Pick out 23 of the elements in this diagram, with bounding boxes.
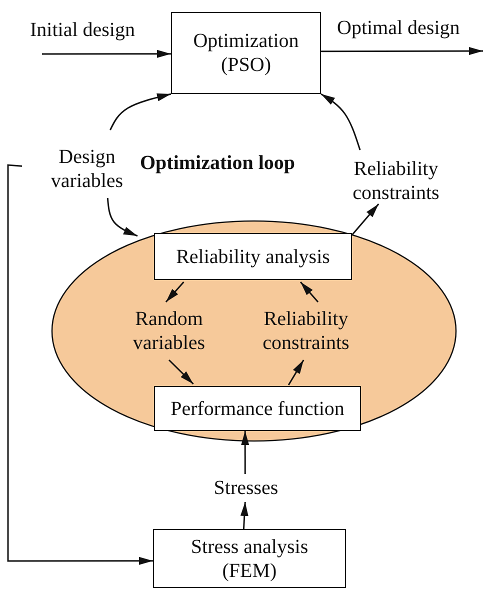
process-box: Performance function [154, 386, 361, 431]
arrow [110, 93, 172, 130]
arrow [321, 47, 483, 56]
flow-text: Design variables [50, 145, 124, 193]
arrow [241, 431, 250, 474]
arrow [165, 282, 184, 302]
process-box: Optimization (PSO) [171, 12, 321, 94]
flow-text: Reliability constraints [262, 307, 350, 355]
arrow [240, 502, 248, 530]
flow-text: Random variables [132, 307, 206, 355]
arrow [42, 50, 171, 58]
arrow [288, 360, 304, 386]
arrow [320, 93, 361, 150]
process-box: Stress analysis (FEM) [153, 529, 346, 588]
arrow [300, 282, 319, 302]
arrow [168, 359, 194, 385]
arrow [106, 198, 138, 237]
flow-text: Stresses [214, 476, 278, 500]
flow-text: Reliability constraints [352, 157, 440, 205]
arrow [7, 164, 153, 565]
process-box: Reliability analysis [154, 233, 352, 280]
loop-label: Optimization loop [140, 152, 296, 175]
arrow [351, 204, 380, 236]
